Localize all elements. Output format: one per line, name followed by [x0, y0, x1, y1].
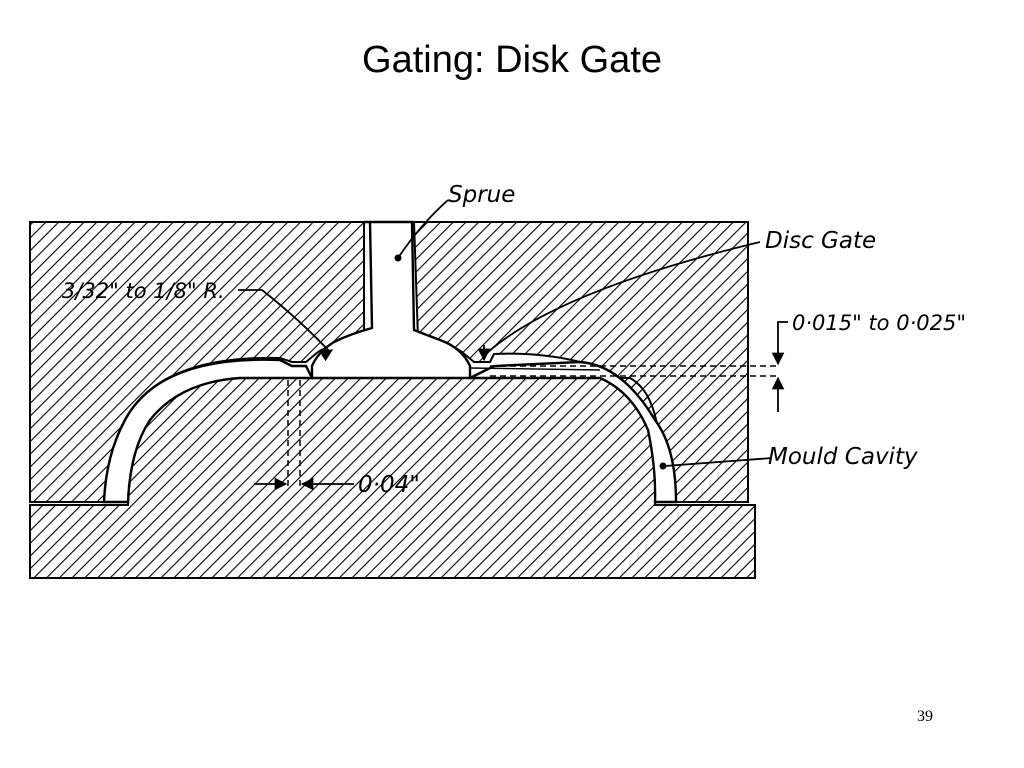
gate-thickness-label: 0·015" to 0·025" — [792, 311, 966, 335]
cavity-leader-dot — [659, 462, 667, 470]
sprue-channel — [310, 220, 472, 380]
radius-label: 3/32" to 1/8" R. — [62, 279, 225, 303]
leader-lines — [238, 199, 773, 467]
disc-gate-label: Disc Gate — [765, 228, 876, 254]
sprue-label: Sprue — [448, 182, 515, 208]
mould-cavity-label: Mould Cavity — [768, 444, 918, 470]
disc-gate-gap — [469, 367, 601, 371]
sprue-leader-dot — [394, 254, 402, 262]
page-number: 39 — [917, 708, 933, 725]
gate-thickness-dimension — [771, 321, 788, 412]
gate-land-label: 0·04" — [358, 472, 420, 498]
slide-title: Gating: Disk Gate — [362, 39, 662, 81]
radius-arrow — [319, 349, 334, 362]
mould-cavity — [102, 358, 314, 504]
dimension-lines — [287, 365, 780, 490]
